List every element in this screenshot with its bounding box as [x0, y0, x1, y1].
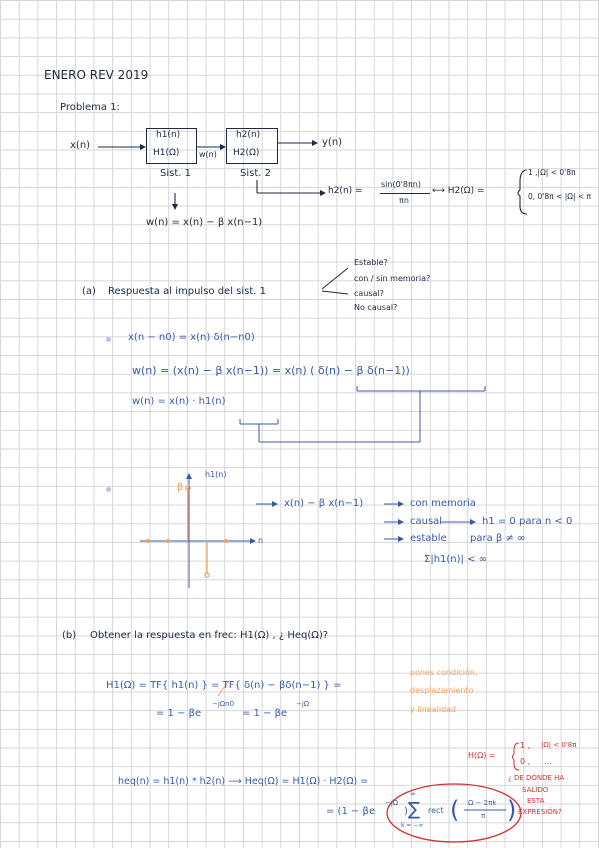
part-a-label: (a) — [82, 286, 96, 297]
part-b-h1-eq: H1(Ω) = TF{ h1(n) } = TF{ δ(n) − βδ(n−1)… — [106, 680, 342, 691]
option-no-causal: No causal? — [354, 303, 398, 312]
red-question-1: ¿ DE DÓNDE HA — [508, 774, 565, 782]
h2-numerator: sin(0'8πn) — [381, 180, 421, 189]
intermediate-signal: w(n) — [199, 150, 217, 159]
sist2-label: Sist. 2 — [240, 168, 271, 179]
problem-title: Problema 1: — [60, 102, 120, 113]
h2-fraction-bar — [380, 193, 430, 194]
page-header: ENERO REV 2019 — [44, 68, 149, 82]
rect-numerator: Ω − 2πk — [468, 799, 497, 807]
option-estable: Estable? — [354, 258, 388, 267]
part-a-eq2: w(n) = (x(n) − β x(n−1)) = x(n) ( δ(n) −… — [132, 364, 410, 377]
part-b-label: (b) — [62, 630, 77, 641]
result-estable: estable — [410, 533, 447, 544]
red-h-lhs: H(Ω) = — [468, 751, 496, 760]
sum-sigma: ∑ — [408, 799, 421, 820]
result-causal: causal — [410, 516, 443, 527]
plot-n-label: n — [258, 536, 264, 545]
red-question-4: EXPRESIÓN? — [518, 808, 562, 816]
red-case1: 1 , — [520, 741, 531, 750]
input-signal: x(n) — [70, 140, 91, 151]
bullet-2 — [106, 487, 111, 492]
system1-label-freq: H1(Ω) — [153, 148, 180, 158]
result-estable-cond: para β ≠ ∞ — [470, 533, 526, 544]
note-linealidad: y linealidad — [410, 705, 457, 714]
system1-box — [146, 128, 197, 164]
sum-lower: k = −∞ — [401, 822, 424, 829]
sum-upper: ∞ — [410, 790, 416, 798]
rect-paren-close: ) — [507, 796, 517, 824]
rect-paren-open: ( — [450, 796, 460, 824]
h2-case-1: 1 ,|Ω| < 0'8π — [528, 168, 576, 177]
part-a-text: Respuesta al impulso del sist. 1 — [108, 286, 267, 297]
sist1-label: Sist. 1 — [160, 168, 191, 179]
heq-factor-exp: −jΩ — [385, 799, 399, 807]
system1-label-time: h1(n) — [156, 130, 181, 140]
part-a-eq3: w(n) = x(n) · h1(n) — [132, 396, 226, 407]
plot-ylabel: h1(n) — [205, 470, 227, 479]
note-condicion: pones condición, — [410, 668, 478, 677]
part-b-h1-b: = 1 − βe — [242, 708, 288, 719]
option-memoria: con / sin memoria? — [354, 274, 431, 283]
part-a-eq1: x(n − n0) = x(n) δ(n−n0) — [128, 332, 255, 343]
red-question-3: ESTA — [527, 797, 545, 805]
h2-transform: ⟷ H2(Ω) = — [432, 186, 485, 196]
rect-function: rect — [428, 806, 444, 815]
option-causal: causal? — [354, 289, 384, 298]
red-case2: 0 , — [520, 757, 531, 766]
rect-denominator: π — [481, 812, 486, 820]
system2-label-time: h2(n) — [236, 130, 261, 140]
heq-factor-close: ) — [404, 806, 408, 817]
part-b-h1-exp-a: −jΩn0 — [212, 700, 235, 708]
part-b-h1-a: = 1 − βe — [156, 708, 202, 719]
heq-equation: heq(n) = h1(n) * h2(n) ⟶ Heq(Ω) = H1(Ω) … — [118, 776, 369, 787]
result-causal-cond: h1 = 0 para n < 0 — [482, 516, 573, 527]
result-expression: x(n) − β x(n−1) — [284, 498, 364, 509]
h2-def-lhs: h2(n) = — [328, 186, 363, 196]
h2-denominator: πn — [399, 196, 409, 205]
red-case1-cond: |Ω| < 0'8π — [541, 741, 577, 749]
result-memoria: con memoria — [410, 498, 476, 509]
system2-label-freq: H2(Ω) — [233, 148, 260, 158]
note-desplazamiento: desplazamiento — [410, 686, 474, 695]
result-sum: Σ|h1(n)| < ∞ — [424, 554, 487, 565]
part-b-text: Obtener la respuesta en frec: H1(Ω) , ¿ … — [90, 630, 329, 641]
system2-box — [226, 128, 278, 164]
plot-beta-label: β — [177, 482, 184, 493]
h2-case-2: 0, 0'8π < |Ω| < π — [528, 192, 592, 201]
w-equation: w(n) = x(n) − β x(n−1) — [146, 217, 263, 228]
heq-factor: = (1 − βe — [326, 806, 376, 817]
output-signal: y(n) — [322, 137, 343, 148]
red-question-2: SALIDO — [522, 786, 549, 794]
part-b-h1-exp-b: −jΩ — [296, 700, 310, 708]
bullet-1 — [106, 337, 111, 342]
red-case2-cond: ... — [544, 757, 552, 766]
